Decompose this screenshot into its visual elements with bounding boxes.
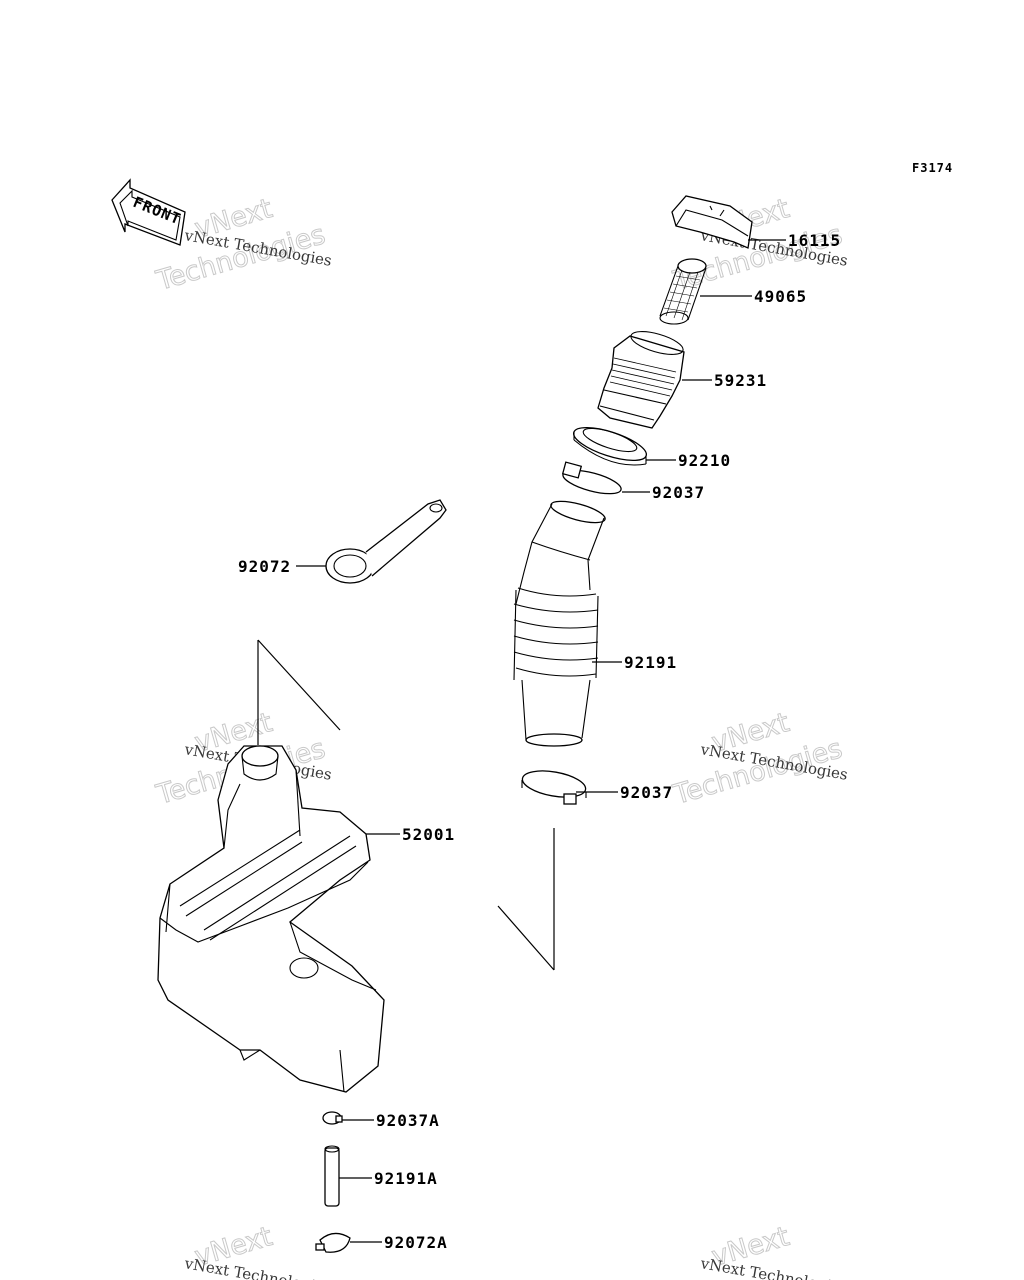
filter-screen-part [659, 258, 707, 325]
small-hose-part [324, 1145, 340, 1207]
svg-text:vNext Technologies: vNext Technologies [182, 1254, 333, 1280]
reference-lines [257, 639, 555, 971]
watermark-bottom-right: vNext vNext Technologies [698, 1221, 849, 1280]
small-clamp-part [322, 1111, 343, 1125]
band-part [325, 499, 447, 584]
figure-code: F3174 [912, 161, 953, 175]
part-number-92037A: 92037A [376, 1111, 440, 1130]
front-arrow-icon: FRONT [111, 178, 186, 246]
part-number-92191A: 92191A [374, 1169, 438, 1188]
fuel-tank-part [157, 745, 385, 1093]
filler-hose-part [513, 500, 606, 747]
part-number-92037-upper: 92037 [652, 483, 705, 502]
part-number-52001: 52001 [402, 825, 455, 844]
filler-neck-part [597, 331, 685, 429]
watermark-bottom-left: vNext vNext Technologies [182, 1221, 333, 1280]
part-number-92072A: 92072A [384, 1233, 448, 1252]
part-number-59231: 59231 [714, 371, 767, 390]
part-number-92191: 92191 [624, 653, 677, 672]
nut-part [573, 426, 647, 466]
upper-clamp-part [561, 461, 622, 495]
cap-part [671, 195, 753, 249]
part-number-49065: 49065 [754, 287, 807, 306]
small-band-part [315, 1232, 351, 1253]
part-number-16115: 16115 [788, 231, 841, 250]
part-number-92072: 92072 [238, 557, 291, 576]
leader-lines [296, 239, 786, 1243]
part-number-92037-lower: 92037 [620, 783, 673, 802]
lower-clamp-part [521, 770, 587, 805]
svg-text:vNext Technologies: vNext Technologies [698, 1254, 849, 1280]
part-number-92210: 92210 [678, 451, 731, 470]
watermark-mid-right: vNext Technologies vNext Technologies [669, 707, 849, 812]
